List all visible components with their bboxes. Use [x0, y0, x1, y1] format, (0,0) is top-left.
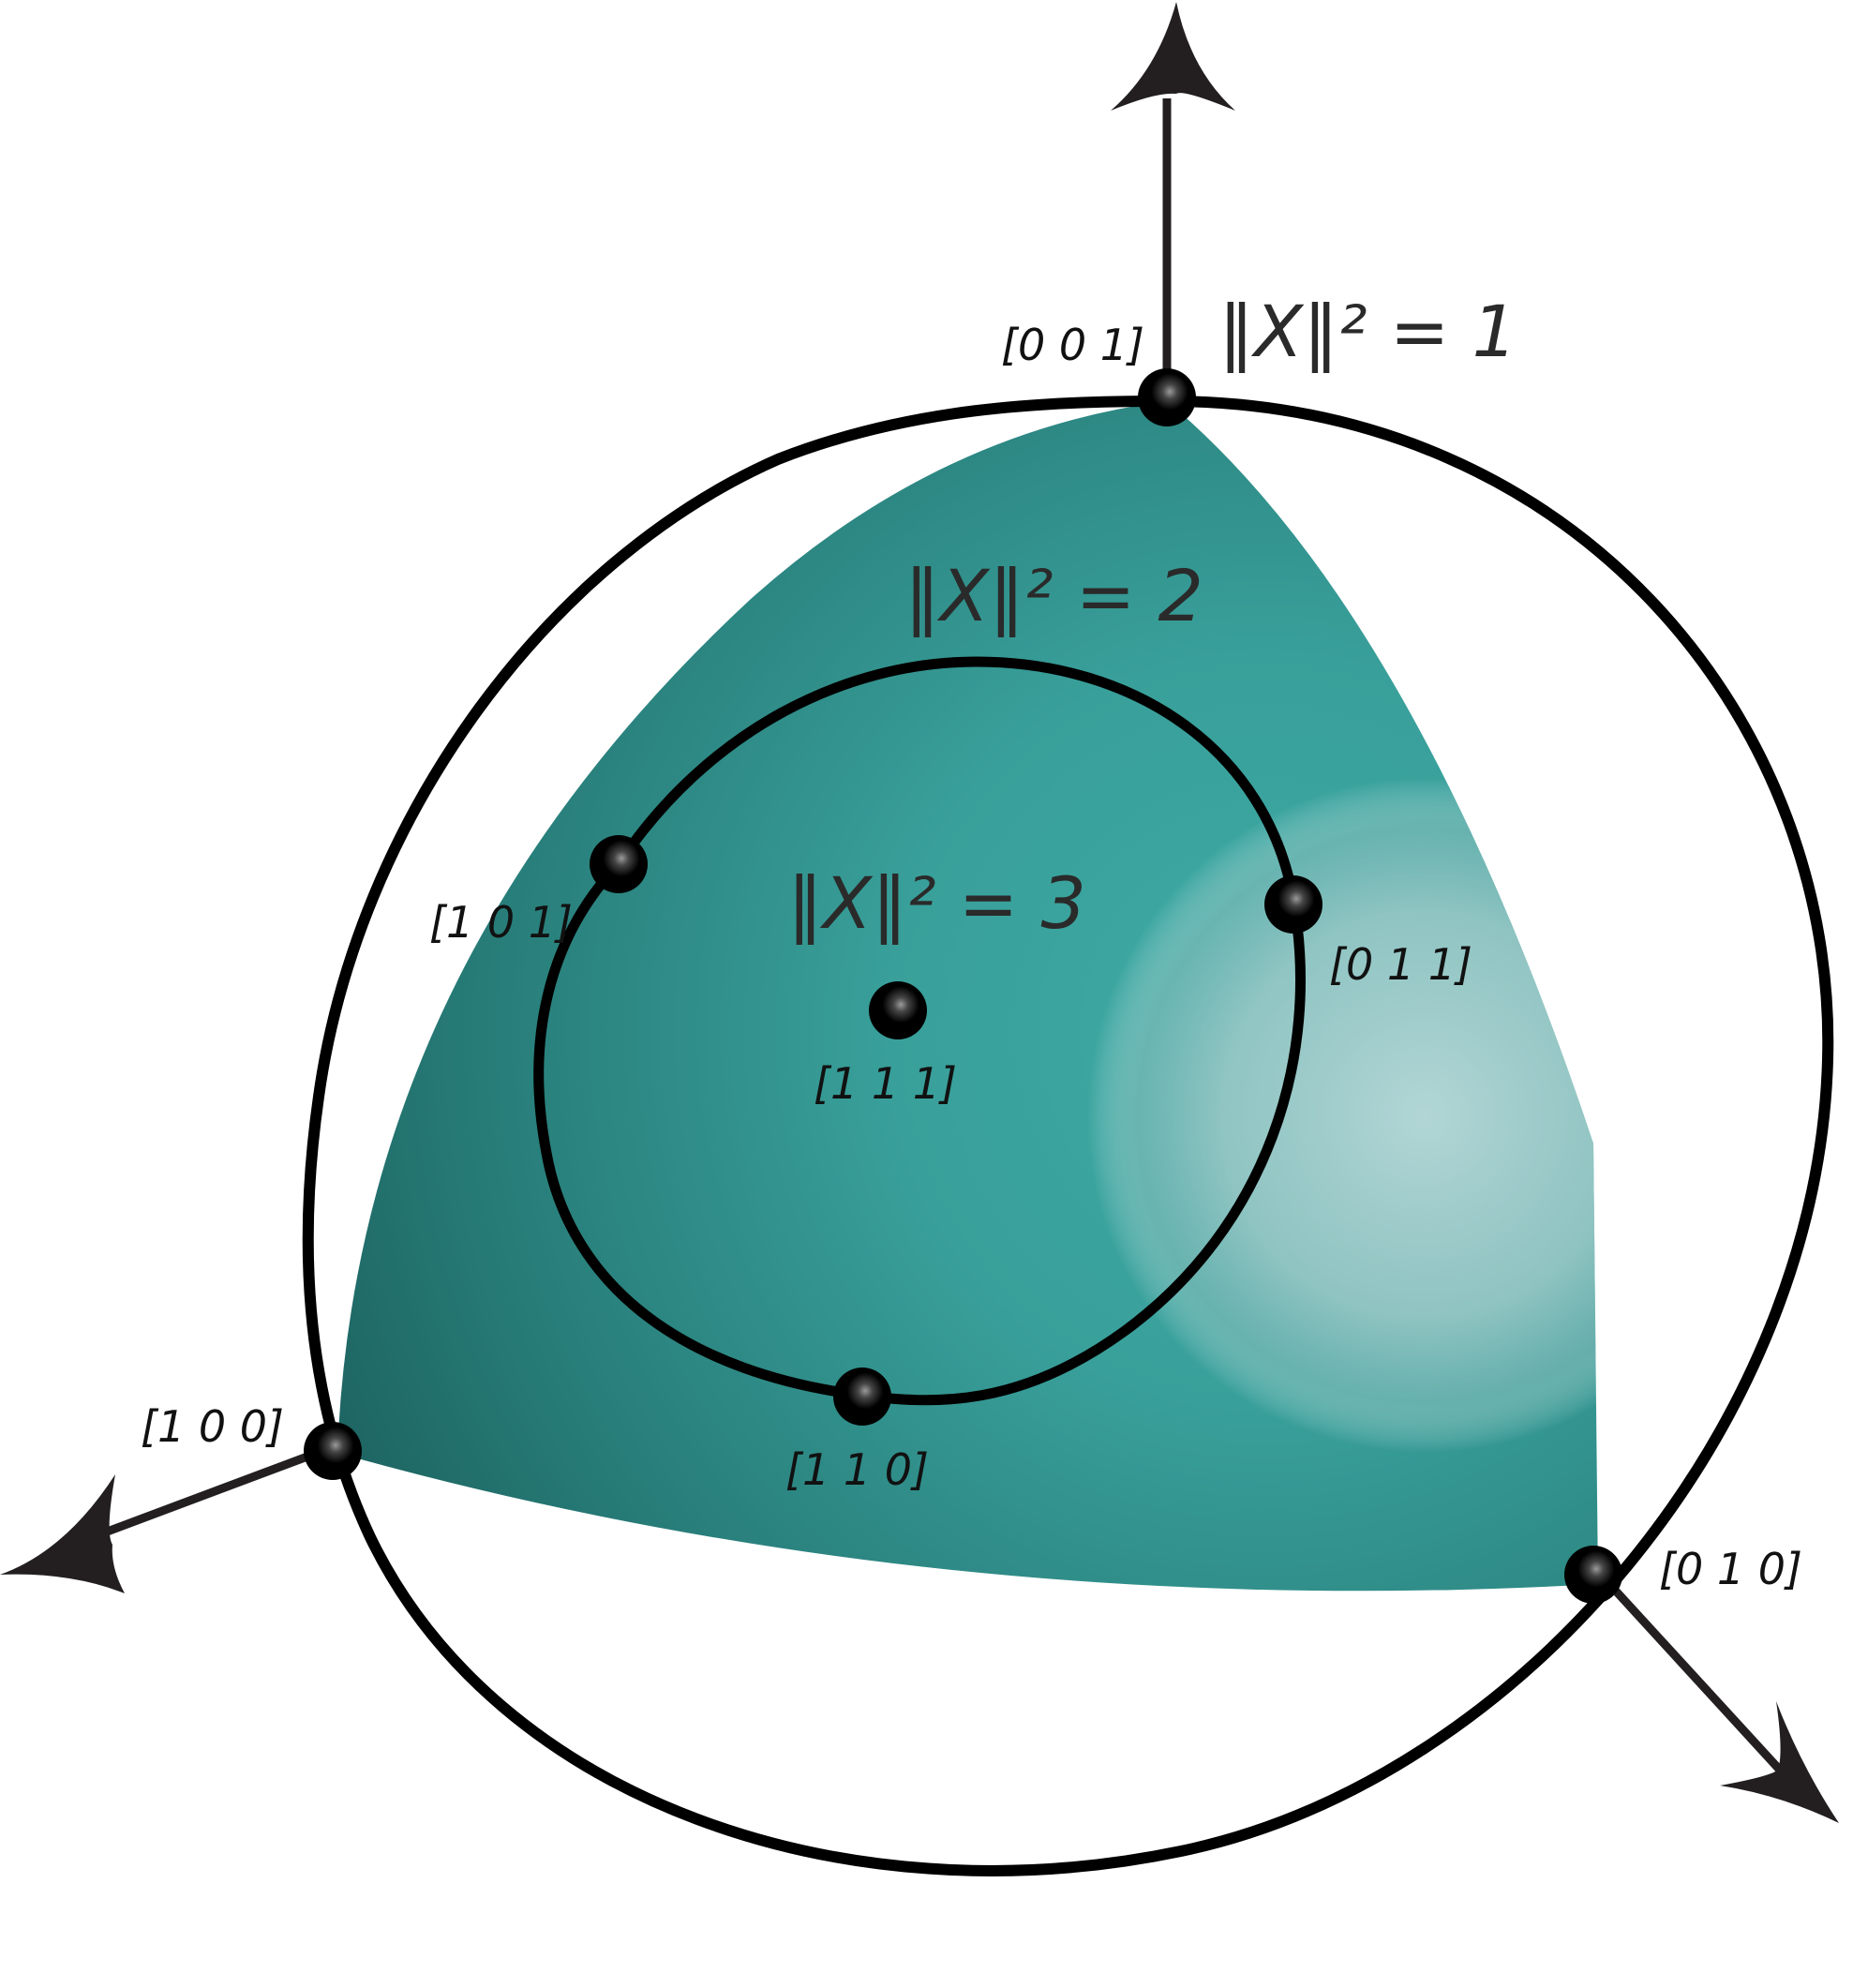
- norm-label-center: ‖X‖² = 3: [787, 861, 1086, 946]
- outer-norm-circle: [302, 395, 1834, 1876]
- y-axis: [1597, 1571, 1839, 1823]
- x-axis: [0, 1443, 332, 1593]
- point-0-1-0: [1564, 1546, 1622, 1604]
- surface-highlight: [1087, 778, 1598, 1453]
- lower-right-arrow-icon: [1720, 1701, 1839, 1823]
- point-1-0-0: [304, 1422, 362, 1480]
- coord-label-0-0-1: [0 0 1]: [1001, 320, 1144, 370]
- norm-label-outer: ‖X‖² = 1: [1218, 290, 1517, 374]
- point-0-0-1: [1138, 368, 1196, 426]
- point-0-1-1: [1264, 875, 1323, 934]
- point-1-0-1: [590, 835, 648, 893]
- up-arrow-icon: [1111, 2, 1235, 111]
- norm-label-middle: ‖X‖² = 2: [904, 554, 1203, 638]
- coord-label-1-0-0: [1 0 0]: [141, 1401, 284, 1452]
- coord-label-1-0-1: [1 0 1]: [429, 897, 573, 948]
- coord-label-1-1-1: [1 1 1]: [814, 1058, 957, 1109]
- coord-label-0-1-1: [0 1 1]: [1329, 939, 1472, 990]
- point-1-1-1: [869, 981, 927, 1039]
- coord-label-0-1-0: [0 1 0]: [1659, 1544, 1802, 1594]
- z-axis: [1111, 2, 1235, 392]
- coord-label-1-1-0: [1 1 0]: [785, 1444, 929, 1495]
- lower-left-arrow-icon: [0, 1474, 125, 1593]
- point-1-1-0: [833, 1368, 891, 1426]
